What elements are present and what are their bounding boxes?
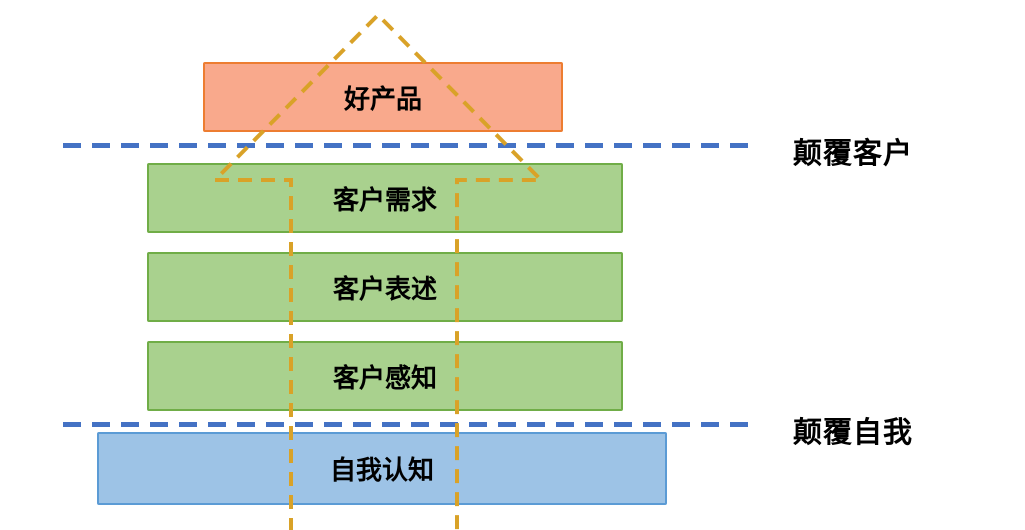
customer-perception-label: 客户感知	[332, 362, 437, 393]
self-awareness-box: 自我认知	[97, 432, 667, 505]
customer-perception-box: 客户感知	[147, 341, 623, 411]
good-product-label: 好产品	[343, 83, 422, 114]
customer-statement-box: 客户表述	[147, 252, 623, 322]
disrupt-customer-label: 颠覆客户	[793, 138, 914, 170]
customer-needs-label: 客户需求	[332, 184, 437, 215]
customer-statement-label: 客户表述	[332, 273, 437, 304]
divider-line-disrupt-self	[63, 422, 756, 427]
self-awareness-label: 自我认知	[329, 455, 434, 485]
disrupt-self-label: 颠覆自我	[793, 417, 914, 449]
divider-line-disrupt-customer	[63, 143, 756, 148]
good-product-box: 好产品	[203, 62, 563, 132]
customer-needs-box: 客户需求	[147, 163, 623, 233]
